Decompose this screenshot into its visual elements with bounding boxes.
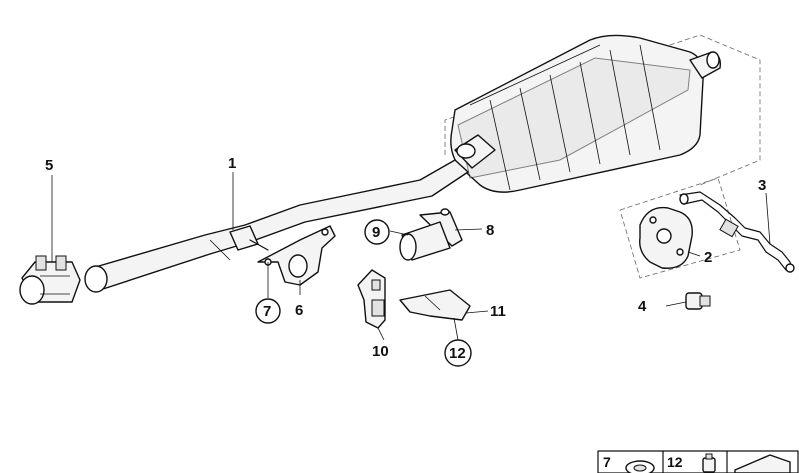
inset-wedge-icon — [734, 454, 791, 473]
svg-text:12: 12 — [449, 345, 466, 362]
callout-9: 9 — [364, 219, 390, 245]
callout-11: 11 — [490, 303, 506, 320]
svg-text:6: 6 — [295, 302, 303, 319]
bolt[interactable] — [685, 292, 711, 310]
callout-1: 1 — [228, 155, 236, 172]
pipe-clamp[interactable] — [19, 255, 81, 305]
svg-text:3: 3 — [758, 177, 766, 194]
callout-7: 7 — [255, 298, 281, 324]
svg-text:12: 12 — [667, 454, 683, 470]
svg-text:7: 7 — [263, 303, 271, 320]
pipe-bracket[interactable] — [399, 289, 471, 321]
flange-gasket[interactable] — [619, 177, 741, 279]
callout-12: 12 — [444, 339, 472, 367]
rear-muffler[interactable] — [444, 34, 761, 193]
inset-grommet-icon — [625, 460, 655, 473]
callout-6: 6 — [295, 302, 303, 319]
svg-text:1: 1 — [228, 155, 236, 172]
svg-text:4: 4 — [638, 298, 647, 315]
callout-3: 3 — [758, 177, 766, 194]
callout-2: 2 — [704, 249, 712, 266]
svg-text:9: 9 — [372, 224, 380, 241]
rubber-mount[interactable] — [399, 208, 463, 261]
svg-text:10: 10 — [372, 343, 389, 360]
svg-text:2: 2 — [704, 249, 712, 266]
hanger-bracket[interactable] — [257, 225, 336, 286]
inset-nut-icon — [702, 453, 716, 473]
callout-5: 5 — [45, 157, 53, 174]
svg-text:7: 7 — [603, 454, 611, 470]
svg-text:11: 11 — [490, 303, 506, 320]
leader-lines — [51, 172, 771, 341]
callout-10: 10 — [372, 343, 389, 360]
callout-4: 4 — [638, 298, 647, 315]
connecting-tube[interactable] — [679, 191, 795, 273]
front-pipe[interactable] — [84, 159, 469, 293]
callout-8: 8 — [486, 222, 494, 239]
rubber-hanger[interactable] — [357, 269, 386, 329]
inset-legend: 7 12 — [597, 450, 799, 473]
svg-text:5: 5 — [45, 157, 53, 174]
svg-text:8: 8 — [486, 222, 494, 239]
